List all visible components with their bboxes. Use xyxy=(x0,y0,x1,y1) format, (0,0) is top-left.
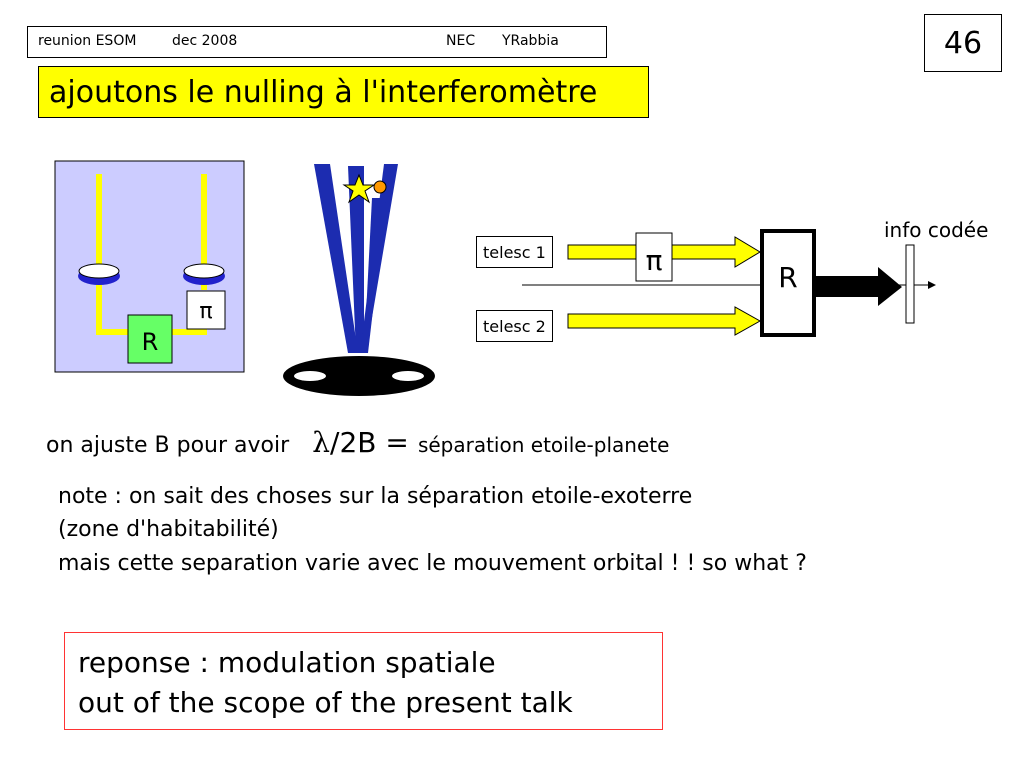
output-arrow xyxy=(816,267,902,306)
note-line-1: note : on sait des choses sur la séparat… xyxy=(58,484,693,509)
optical-axis-arrowhead xyxy=(928,281,936,289)
left-aperture xyxy=(294,371,326,381)
right-aperture xyxy=(392,371,424,381)
slide-title: ajoutons le nulling à l'interferomètre xyxy=(38,66,649,118)
formula-prefix: on ajuste B pour avoir xyxy=(46,433,290,458)
phase-shifter-label: π xyxy=(199,299,212,324)
recombiner-label-2: R xyxy=(778,261,797,294)
output-label: info codée xyxy=(884,218,989,242)
telescope-1-box: telesc 1 xyxy=(476,236,553,268)
phase-shifter-label-2: π xyxy=(646,244,663,277)
formula-expression: /2B = xyxy=(330,426,409,459)
fringe-4 xyxy=(364,198,386,353)
beam-arrow-2 xyxy=(567,306,762,336)
answer-line-1: reponse : modulation spatiale xyxy=(78,646,496,679)
left-mirror xyxy=(78,263,120,279)
note-line-2: (zone d'habitabilité) xyxy=(58,517,279,542)
note-line-3: mais cette separation varie avec le mouv… xyxy=(58,551,807,576)
answer-box: reponse : modulation spatiale out of the… xyxy=(64,632,663,730)
formula-result: séparation etoile-planete xyxy=(417,433,670,457)
interferometer-diagram: π R xyxy=(54,160,245,373)
answer-line-2: out of the scope of the present talk xyxy=(78,686,573,719)
planet-icon xyxy=(373,180,387,194)
phase-shifter-box xyxy=(186,290,226,330)
beam-combiner-schematic: π R xyxy=(522,229,936,337)
header-meeting: reunion ESOM xyxy=(38,33,137,49)
recombiner-box-2 xyxy=(760,229,816,337)
recombiner-label: R xyxy=(142,328,159,356)
formula-line: on ajuste B pour avoir λ/2B = séparation… xyxy=(46,426,669,459)
fringe-2 xyxy=(348,166,364,353)
telescope-2-box: telesc 2 xyxy=(476,310,553,342)
detector-plate xyxy=(905,244,915,324)
star-icon xyxy=(342,173,376,204)
header-author: YRabbia xyxy=(502,33,559,49)
aperture-plate xyxy=(283,356,435,396)
header-bar: reunion ESOM dec 2008 NEC YRabbia xyxy=(27,26,607,58)
recombiner-box xyxy=(127,314,173,364)
header-date: dec 2008 xyxy=(172,33,238,49)
fringe-pattern-diagram xyxy=(283,164,435,396)
phase-shifter-box-2 xyxy=(635,232,673,282)
slide-number: 46 xyxy=(924,14,1002,72)
right-mirror xyxy=(183,263,225,279)
fringe-1 xyxy=(314,164,358,353)
header-org: NEC xyxy=(446,33,476,49)
formula-lambda: λ xyxy=(312,426,331,459)
